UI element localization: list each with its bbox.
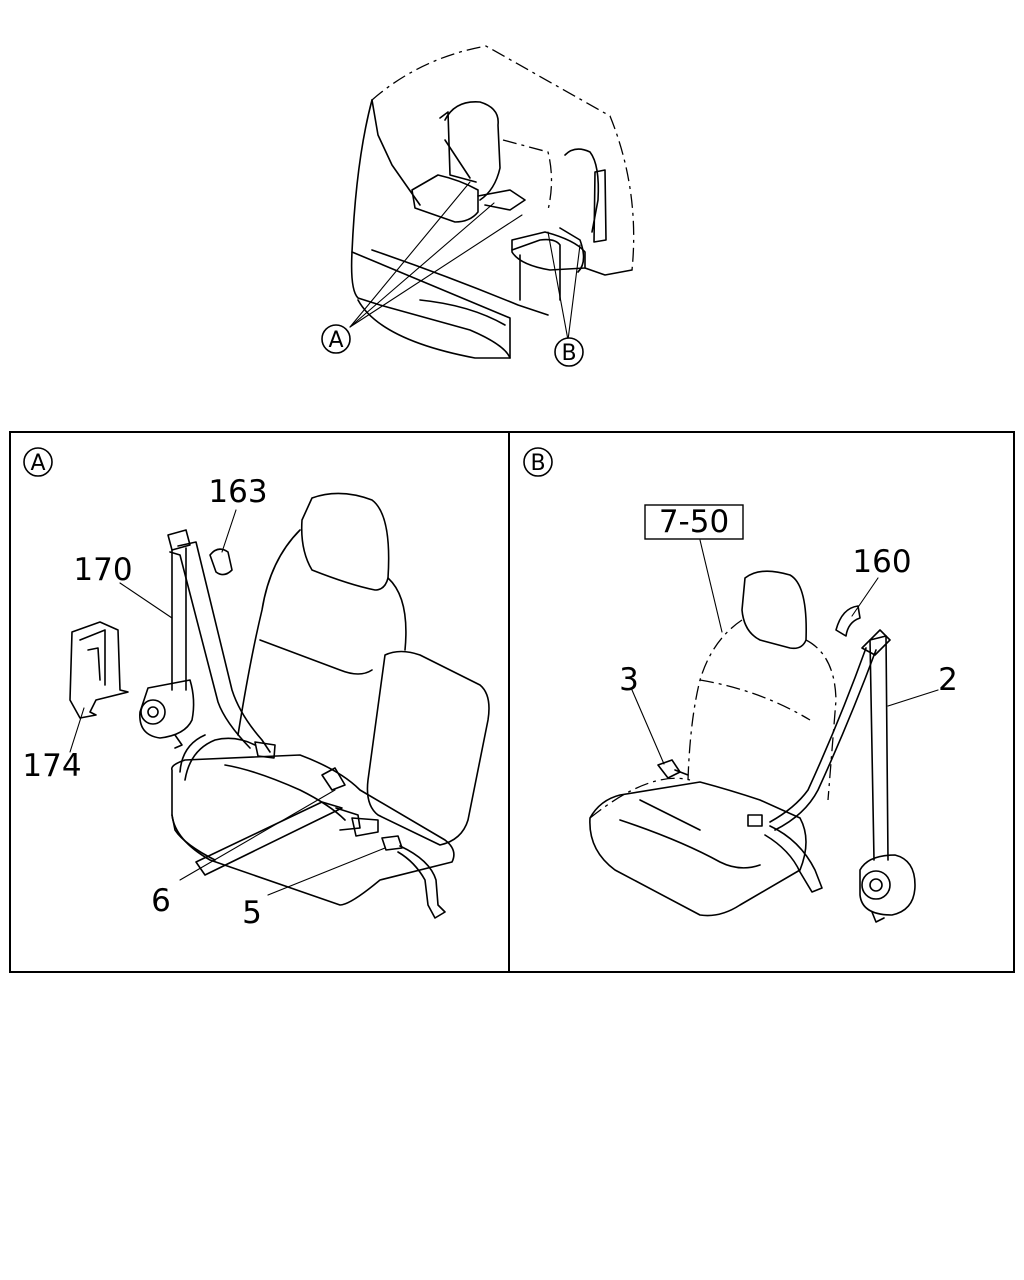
callout-a-label: A — [328, 328, 343, 353]
guide-163 — [209, 548, 233, 576]
ref-box-label: 7-50 — [659, 504, 729, 540]
ref-box-7-50 — [644, 504, 744, 540]
retractor-170 — [139, 679, 195, 739]
seat-a-cushion — [170, 754, 455, 906]
leader-163 — [221, 509, 237, 553]
panel-a: A — [22, 447, 490, 931]
panel-a-badge-circle — [23, 447, 53, 477]
leader-170 — [119, 582, 173, 619]
seat-a-headrest — [300, 492, 390, 591]
label-5: 5 — [242, 895, 262, 931]
label-163: 163 — [208, 474, 267, 510]
label-3: 3 — [619, 662, 639, 698]
label-160: 160 — [852, 544, 911, 580]
leader-5 — [267, 847, 386, 896]
cab-overview: A B — [321, 45, 635, 367]
label-170: 170 — [73, 552, 132, 588]
label-174: 174 — [22, 748, 81, 784]
callout-b-circle — [554, 337, 584, 367]
buckle-3 — [657, 759, 681, 779]
panel-b-badge-circle — [523, 447, 553, 477]
leader-174 — [69, 707, 85, 753]
leader-7-50 — [699, 539, 723, 633]
seat-a-back — [366, 650, 490, 846]
leader-160 — [851, 577, 879, 617]
panel-a-badge: A — [30, 451, 45, 476]
panel-b-badge: B — [530, 451, 545, 476]
leader-2 — [887, 689, 939, 707]
leader-6 — [179, 789, 336, 881]
bracket-174 — [69, 621, 129, 719]
seat-b-cushion — [589, 781, 807, 917]
retractor-2 — [859, 854, 916, 916]
leader-3 — [631, 689, 665, 765]
label-2: 2 — [938, 662, 958, 698]
detail-frame — [9, 431, 1015, 973]
callout-a-circle — [321, 324, 351, 354]
callout-b-label: B — [561, 341, 576, 366]
panel-b: B 7-50 — [523, 447, 958, 923]
guide-160 — [835, 605, 861, 637]
label-6: 6 — [151, 883, 171, 919]
seat-b-headrest — [741, 570, 807, 650]
